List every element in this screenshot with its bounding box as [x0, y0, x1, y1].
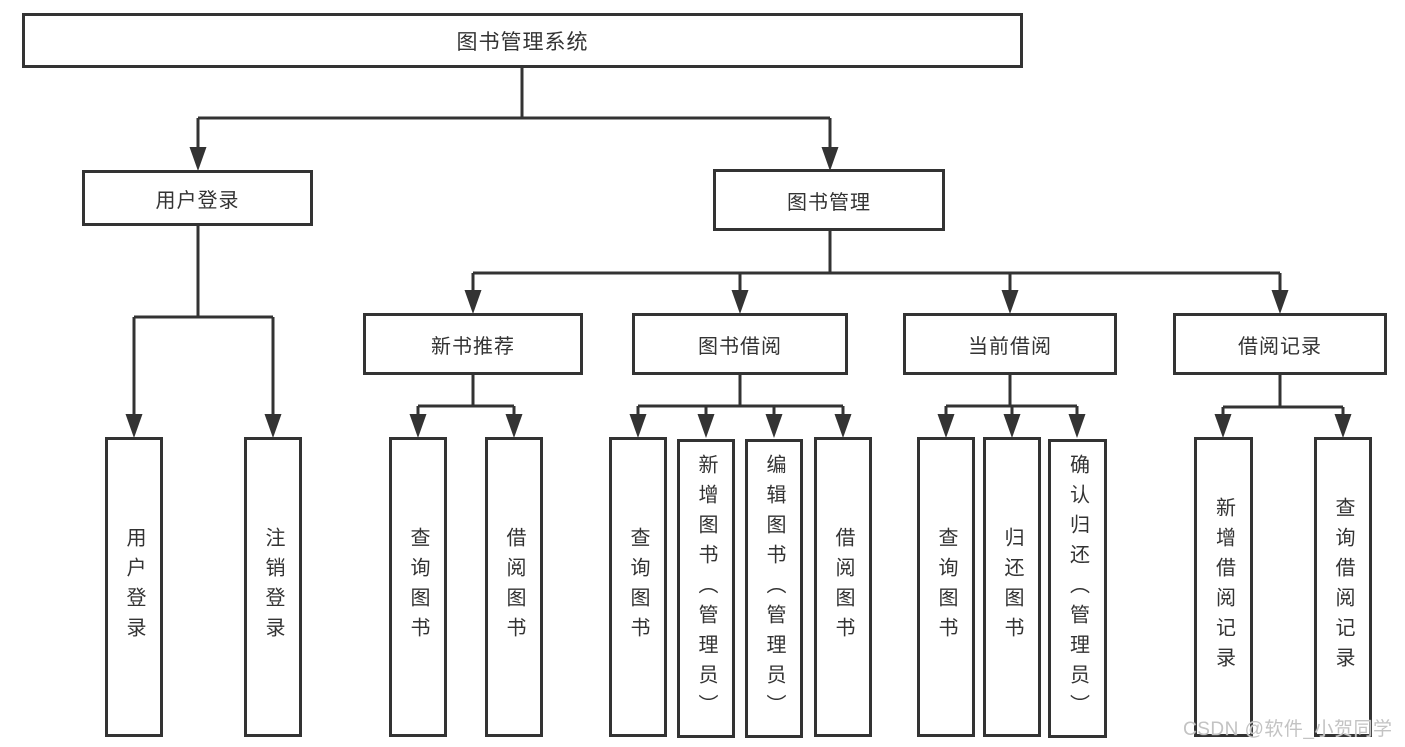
node-borrow-records: 借阅记录: [1173, 313, 1387, 375]
csdn-watermark: CSDN @软件_小贺同学: [1183, 719, 1393, 740]
leaf-borrow-books-1: 借阅图书: [485, 437, 543, 737]
node-label: 新书推荐: [431, 335, 515, 358]
leaf-user-login: 用户登录: [105, 437, 163, 737]
leaf-confirm-return-admin: 确认归还（管理员）: [1048, 439, 1107, 738]
node-label: 查询图书: [627, 527, 649, 647]
node-user-login: 用户登录: [82, 170, 313, 226]
node-label: 用户登录: [155, 189, 240, 212]
node-label: 借阅图书: [832, 527, 854, 647]
node-library-management-system: 图书管理系统: [22, 13, 1023, 68]
node-label: 当前借阅: [968, 335, 1052, 358]
node-label: 图书管理系统: [456, 30, 589, 54]
node-new-book-recommend: 新书推荐: [363, 313, 583, 375]
node-label: 借阅图书: [503, 527, 525, 647]
node-label: 归还图书: [1001, 527, 1023, 647]
node-book-management: 图书管理: [713, 169, 945, 231]
leaf-edit-book-admin: 编辑图书（管理员）: [745, 439, 803, 738]
leaf-add-borrow-record: 新增借阅记录: [1194, 437, 1253, 737]
node-label: 图书借阅: [698, 335, 782, 358]
node-label: 注销登录: [262, 527, 284, 647]
arrowheads: [125, 147, 1352, 438]
leaf-query-borrow-record: 查询借阅记录: [1314, 437, 1372, 737]
leaf-query-books-3: 查询图书: [917, 437, 975, 737]
node-label: 查询借阅记录: [1332, 497, 1354, 677]
node-label: 查询图书: [407, 527, 429, 647]
leaf-return-book: 归还图书: [983, 437, 1041, 737]
leaf-query-books-2: 查询图书: [609, 437, 667, 737]
node-label: 用户登录: [123, 527, 145, 647]
leaf-borrow-books-2: 借阅图书: [814, 437, 872, 737]
node-label: 新增借阅记录: [1212, 497, 1235, 677]
leaf-query-books-1: 查询图书: [389, 437, 447, 737]
node-label: 新增图书（管理员）: [695, 453, 717, 724]
leaf-add-book-admin: 新增图书（管理员）: [677, 439, 735, 738]
node-label: 确认归还（管理员）: [1066, 453, 1089, 724]
node-book-borrow: 图书借阅: [632, 313, 848, 375]
node-label: 借阅记录: [1238, 335, 1322, 358]
node-label: 查询图书: [935, 527, 957, 647]
connector-elbows: [132, 68, 1345, 420]
leaf-logout: 注销登录: [244, 437, 302, 737]
node-label: 图书管理: [787, 191, 871, 214]
node-current-borrow: 当前借阅: [903, 313, 1117, 375]
node-label: 编辑图书（管理员）: [763, 453, 785, 724]
